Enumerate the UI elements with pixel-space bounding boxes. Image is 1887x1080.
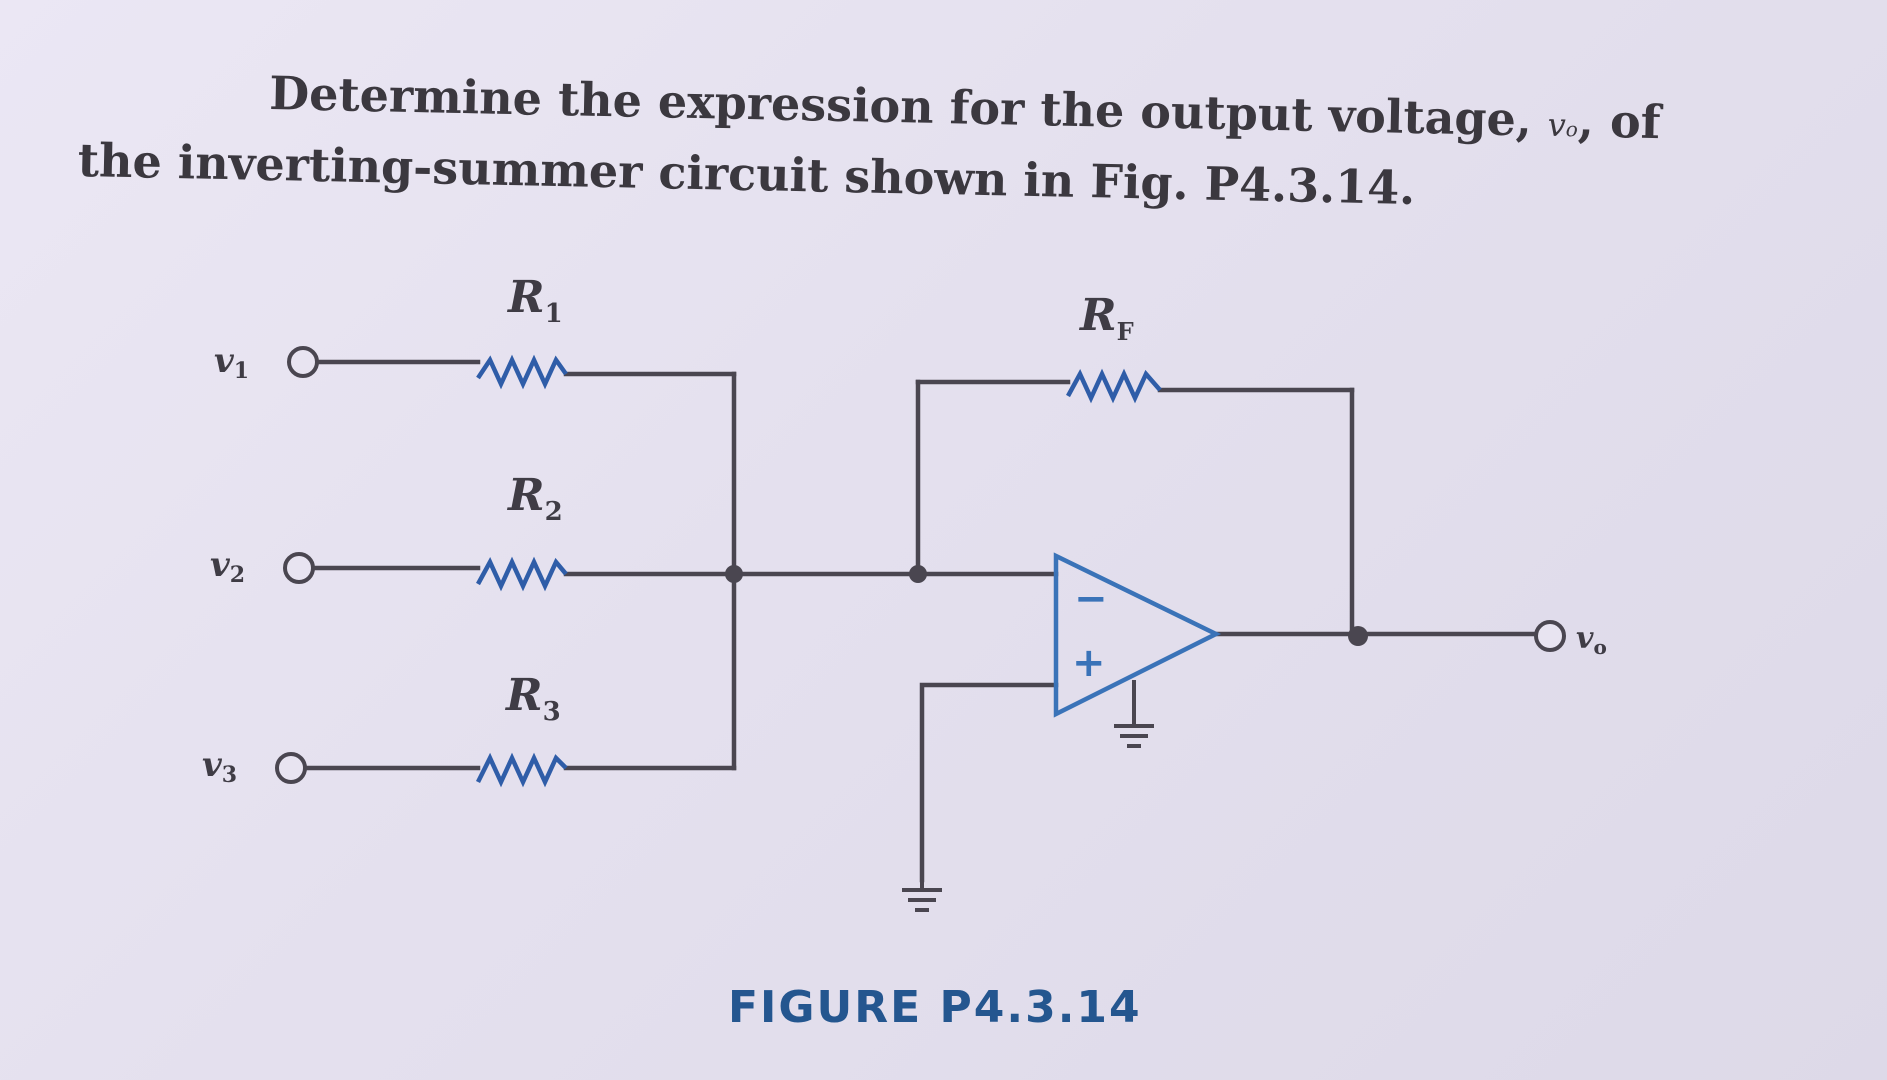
opamp-ground-icon bbox=[1114, 680, 1154, 748]
summing-bus bbox=[731, 371, 1538, 883]
junction-node-output bbox=[1348, 626, 1368, 646]
resistor-r1 bbox=[476, 354, 568, 390]
opamp: − + bbox=[1053, 552, 1222, 718]
junction-node-feedback bbox=[909, 565, 927, 583]
input-terminal-v2 bbox=[283, 552, 315, 584]
input-wires bbox=[302, 359, 737, 771]
resistor-label-r2: R2 bbox=[506, 470, 563, 527]
resistor-r2 bbox=[476, 556, 568, 592]
opamp-noninverting-sign: + bbox=[1072, 640, 1106, 686]
input-terminal-v3 bbox=[275, 752, 307, 784]
resistor-label-r3: R3 bbox=[504, 670, 561, 727]
input-label-v3: v3 bbox=[202, 745, 237, 788]
opamp-inverting-sign: − bbox=[1074, 576, 1108, 622]
junction-node-bus bbox=[725, 565, 743, 583]
resistor-rf bbox=[1066, 368, 1162, 404]
input-label-v2: v2 bbox=[210, 545, 245, 588]
resistor-r3 bbox=[475, 752, 568, 788]
opamp-triangle bbox=[1053, 552, 1222, 718]
output-label-vo: vo bbox=[1576, 621, 1607, 659]
noninverting-ground-icon bbox=[902, 880, 942, 912]
resistor-label-rf: RF bbox=[1078, 290, 1134, 346]
output-terminal bbox=[1534, 620, 1566, 652]
figure-caption: FIGURE P4.3.14 bbox=[728, 982, 1142, 1033]
input-label-v1: v1 bbox=[214, 341, 249, 384]
resistor-label-r1: R1 bbox=[506, 272, 563, 329]
input-terminal-v1 bbox=[287, 346, 319, 378]
